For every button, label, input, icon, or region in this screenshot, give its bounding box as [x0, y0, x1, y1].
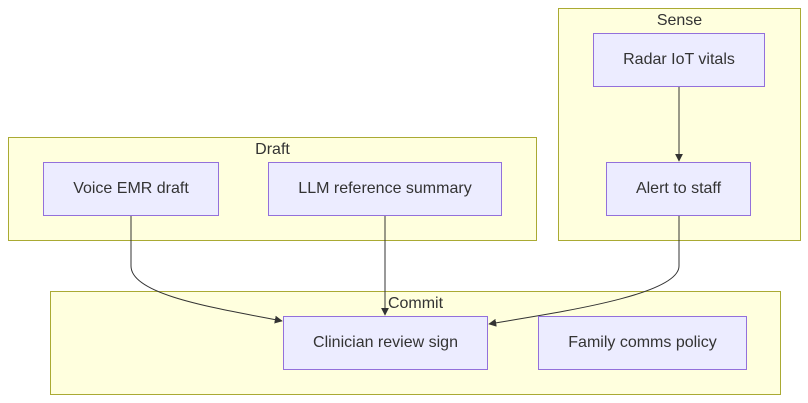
node-family-comms-policy: Family comms policy [538, 316, 747, 370]
cluster-title-draft: Draft [255, 141, 290, 158]
node-voice-emr-draft: Voice EMR draft [43, 162, 219, 216]
cluster-title-commit: Commit [387, 295, 444, 312]
cluster-title-sense: Sense [656, 12, 703, 29]
node-clinician-review-sign: Clinician review sign [283, 316, 488, 370]
node-radar-iot-vitals: Radar IoT vitals [593, 33, 765, 87]
node-alert-to-staff: Alert to staff [606, 162, 751, 216]
node-llm-reference-summary: LLM reference summary [268, 162, 502, 216]
